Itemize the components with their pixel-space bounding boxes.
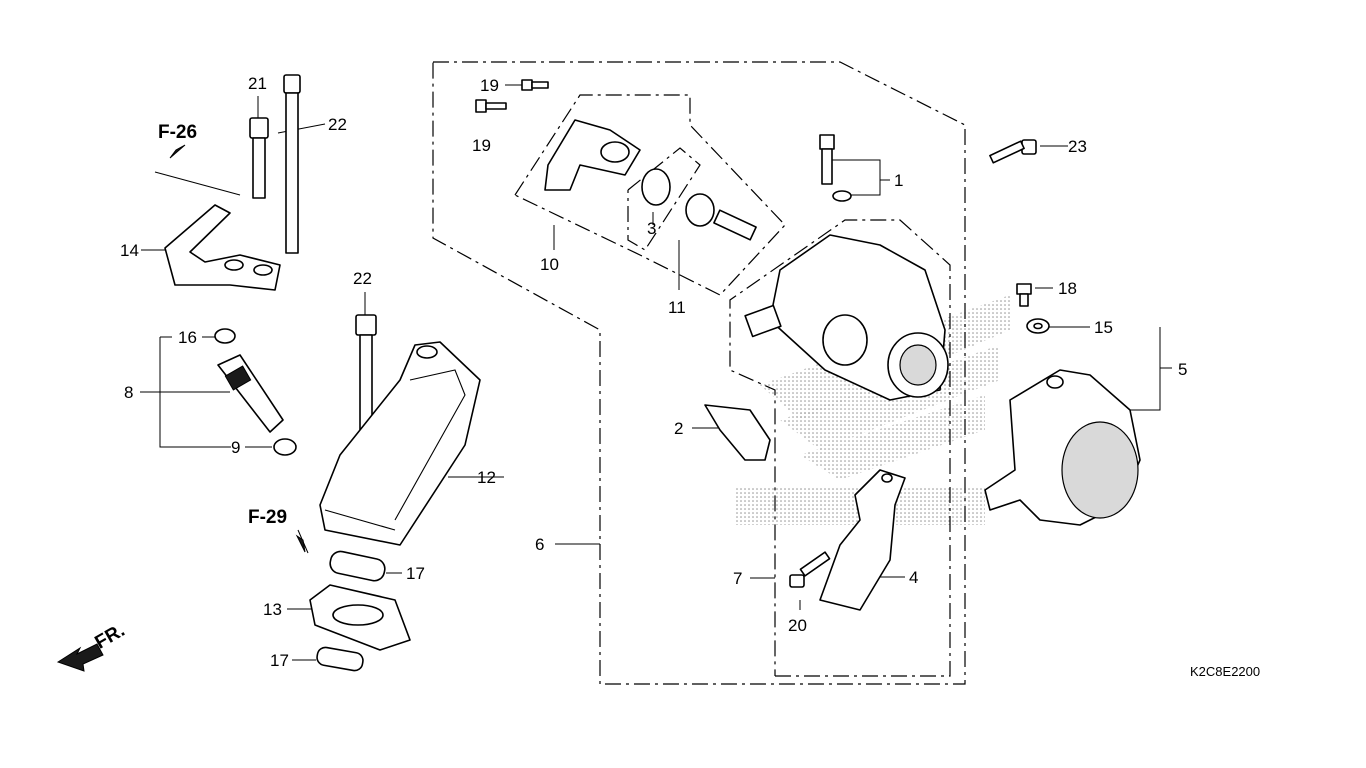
callout-1[interactable]: 1 (894, 171, 903, 190)
diagram-code: K2C8E2200 (1190, 664, 1260, 679)
bracket-4 (819, 469, 906, 611)
injector-8 (217, 354, 284, 433)
bolt-22-intake (355, 314, 377, 431)
cover-5 (984, 369, 1141, 526)
idle-valve-11 (685, 193, 757, 241)
intake-pipe-12 (319, 341, 481, 546)
gasket-2 (704, 404, 771, 461)
callout-13[interactable]: 13 (263, 600, 282, 619)
callout-3[interactable]: 3 (647, 219, 656, 238)
callout-22-lower[interactable]: 22 (353, 269, 372, 288)
callout-9[interactable]: 9 (231, 438, 240, 457)
callout-20[interactable]: 20 (788, 616, 807, 635)
callout-11[interactable]: 11 (668, 298, 686, 317)
callout-19-lower[interactable]: 19 (472, 136, 491, 155)
bolt-21 (249, 117, 269, 199)
front-arrow-icon (56, 643, 104, 672)
bolt-23 (989, 139, 1037, 164)
callout-22-upper[interactable]: 22 (328, 115, 347, 134)
gasket-17-lower (316, 646, 364, 672)
callout-8[interactable]: 8 (124, 383, 133, 402)
ref-f29[interactable]: F-29 (248, 507, 287, 528)
ref-f26[interactable]: F-26 (158, 122, 197, 143)
callout-5[interactable]: 5 (1178, 360, 1187, 379)
callout-4[interactable]: 4 (909, 568, 918, 587)
screw-18 (1016, 283, 1032, 307)
screw-1 (819, 134, 852, 202)
washer-15 (1026, 318, 1050, 334)
reference-arrows (56, 144, 306, 672)
o-ring-3 (641, 168, 671, 206)
assembly-boundaries (432, 61, 966, 685)
screw-19-upper (521, 79, 549, 91)
callout-19-upper[interactable]: 19 (480, 76, 499, 95)
throttle-body-6 (744, 234, 949, 401)
gasket-17-upper (329, 550, 386, 582)
bolt-20 (789, 551, 831, 588)
screw-19-lower (475, 99, 507, 113)
bolt-22-long (283, 74, 301, 254)
callout-2[interactable]: 2 (674, 419, 683, 438)
f26-arrow-icon (169, 144, 186, 159)
fuel-pipe-14 (164, 204, 281, 291)
seal-9 (273, 438, 297, 456)
callout-7[interactable]: 7 (733, 569, 742, 588)
callout-18[interactable]: 18 (1058, 279, 1077, 298)
insulator-13 (309, 584, 411, 651)
callout-14[interactable]: 14 (120, 241, 139, 260)
sensor-10 (544, 119, 641, 191)
callout-15[interactable]: 15 (1094, 318, 1113, 337)
callout-21[interactable]: 21 (248, 74, 267, 93)
callout-10[interactable]: 10 (540, 255, 559, 274)
callout-17-upper[interactable]: 17 (406, 564, 425, 583)
leader-lines (140, 84, 1172, 661)
callout-23[interactable]: 23 (1068, 137, 1087, 156)
callout-16[interactable]: 16 (178, 328, 197, 347)
callout-12[interactable]: 12 (477, 468, 496, 487)
callout-6[interactable]: 6 (535, 535, 544, 554)
callout-17-lower[interactable]: 17 (270, 651, 289, 670)
seal-16 (214, 328, 236, 344)
f29-arrow-icon (295, 534, 306, 553)
